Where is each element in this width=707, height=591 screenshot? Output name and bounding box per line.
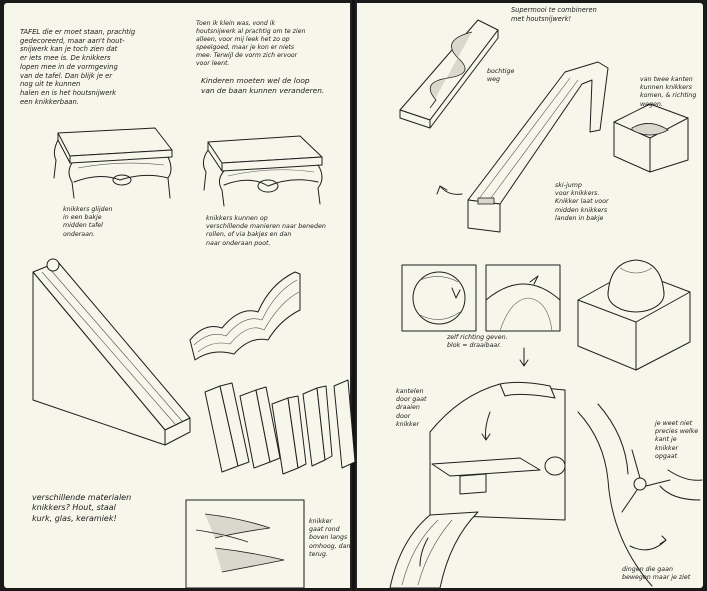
domino-blocks-sketch xyxy=(204,379,356,475)
note-two-sides: van twee kanten kunnen knikkers komen, &… xyxy=(640,76,697,108)
carved-table-sketch xyxy=(53,127,173,199)
wavy-track-sketch xyxy=(189,271,301,361)
note-materials: verschillende materialen knikkers? Hout,… xyxy=(32,493,132,523)
note-childhood: Toen ik klein was, vond ik houtsnijwerk … xyxy=(196,20,306,68)
book-gutter xyxy=(350,0,357,591)
winding-track-board-sketch xyxy=(399,19,499,129)
note-tilting: kantelen door gaat draaien door knikker xyxy=(396,388,427,428)
tilting-mechanism-sketch xyxy=(389,381,566,589)
note-ski-jump: ski-jump voor knikkers. Knikker laat voo… xyxy=(555,182,609,222)
note-combine-woodcarving: Supermooi te combineren met houtsnijwerk… xyxy=(511,6,597,23)
note-winding-path: bochtige weg xyxy=(487,68,515,84)
ornate-table-sketch xyxy=(202,135,323,207)
rotating-tile-a-sketch xyxy=(401,264,477,332)
zigzag-board-sketch xyxy=(185,499,305,589)
marble-slide-sketch xyxy=(32,258,191,446)
grooved-block-sketch xyxy=(613,103,689,173)
dome-block-sketch xyxy=(577,259,691,371)
note-zigzag: knikker gaat rond boven langs omhoog, da… xyxy=(309,518,351,558)
note-roll-down-ways: knikkers kunnen op verschillende maniere… xyxy=(206,215,326,247)
rotating-tile-b-sketch xyxy=(485,264,561,332)
spinner-track-sketch xyxy=(577,403,703,587)
note-table-intro: TAFEL die er moet staan, prachtig gedeco… xyxy=(20,28,136,106)
note-children-change-route: Kinderen moeten wel de loop van de baan … xyxy=(201,76,325,95)
ski-jump-sketch xyxy=(436,61,609,233)
note-moving-things: dingen die gaan bewegen maar je ziet xyxy=(622,566,691,582)
note-table-gutter: knikkers glijden in een bakje midden taf… xyxy=(63,206,113,238)
flow-arrow xyxy=(519,347,529,367)
note-direction-rotatable: zelf richting geven. blok = draaibaar. xyxy=(447,334,508,350)
note-unknown-direction: je weet niet precies welke kant je knikk… xyxy=(655,420,699,460)
